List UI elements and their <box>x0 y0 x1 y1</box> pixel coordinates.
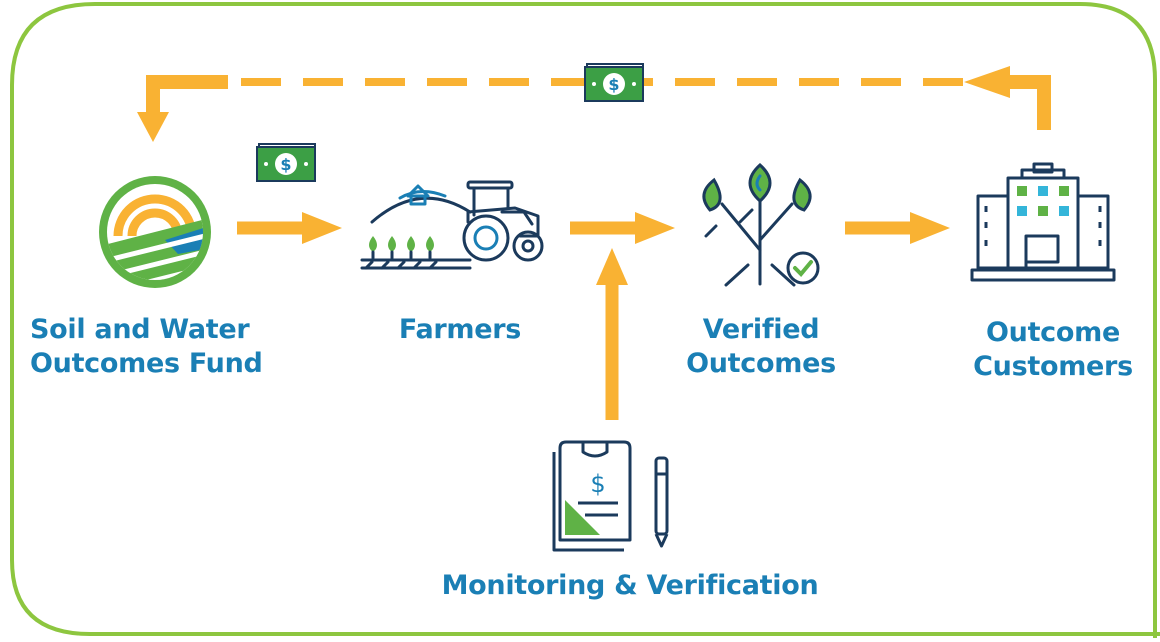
svg-text:$: $ <box>280 155 291 174</box>
farmers-label: Farmers <box>375 313 545 347</box>
fund-label-line2: Outcomes Fund <box>30 348 263 379</box>
fund-logo-icon <box>99 176 211 288</box>
return-payment-arrow <box>137 66 1051 142</box>
verified-label-line1: Verified <box>702 314 820 345</box>
frame-border <box>10 1 1160 638</box>
sprout-check-icon <box>702 162 820 287</box>
fund-label: Soil and Water Outcomes Fund <box>30 313 290 381</box>
customers-label-line2: Customers <box>973 351 1133 382</box>
monitoring-label-line1: Monitoring & Verification <box>441 570 819 601</box>
svg-text:$: $ <box>608 75 619 94</box>
farm-tractor-icon <box>360 180 544 270</box>
customers-label: Outcome Customers <box>958 316 1148 384</box>
customers-label-line1: Outcome <box>986 317 1120 348</box>
fund-label-line1: Soil and Water <box>30 314 250 345</box>
farmers-to-verified-arrow <box>570 212 675 244</box>
svg-text:$: $ <box>590 470 605 498</box>
money-bill-icon: $ <box>256 143 316 182</box>
invoice-pen-icon: $ <box>552 440 669 552</box>
monitoring-label: Monitoring & Verification <box>410 569 850 603</box>
verified-label-line2: Outcomes <box>686 348 836 379</box>
money-bill-icon: $ <box>584 63 644 102</box>
office-building-icon <box>970 162 1116 282</box>
verified-to-customers-arrow <box>845 212 950 244</box>
verified-label: Verified Outcomes <box>666 313 856 381</box>
monitoring-to-verification-arrow <box>596 248 628 420</box>
fund-to-farmers-arrow <box>237 212 342 244</box>
farmers-label-line1: Farmers <box>398 314 522 345</box>
